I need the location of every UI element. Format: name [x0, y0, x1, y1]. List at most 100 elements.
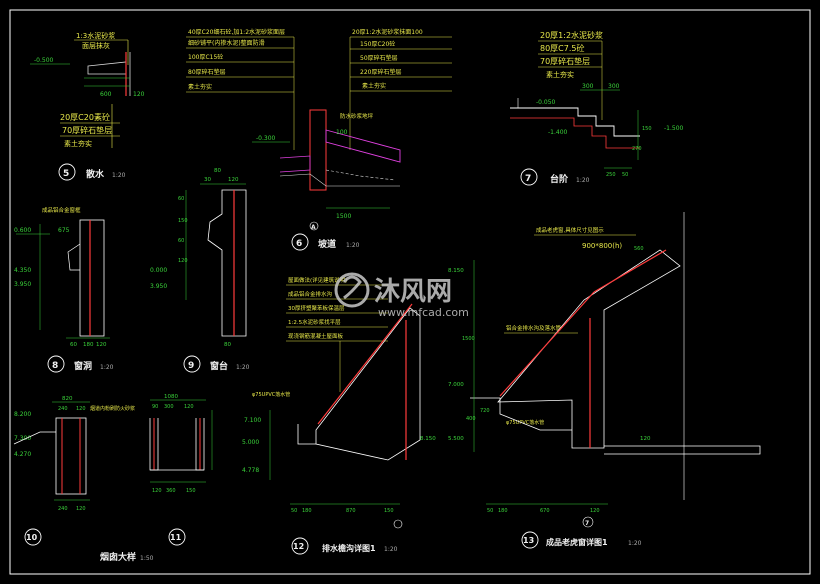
d7-layer-4: 素土夯实 [546, 70, 574, 79]
d8-dim-60: 60 [70, 342, 77, 348]
d6-left-layer-2: 细砂铺平(内掺水泥)整面防滑 [188, 39, 265, 47]
d12-dim-elev-4: 8.150 [420, 436, 436, 442]
d9-dim-80: 80 [214, 168, 221, 174]
watermark: 沐风网 www.mfcad.com [334, 272, 469, 319]
d6-right-layer-1: 20厚1:2水泥砂浆抹面100 [352, 28, 423, 36]
d7-layer-3: 70厚碎石垫层 [540, 56, 590, 66]
d6-left-layer-4: 80厚碎石垫层 [188, 68, 226, 76]
d6-axis: A [311, 224, 316, 231]
d7-number: 7 [525, 174, 531, 184]
d13-note-1: 成品老虎窗,具体尺寸见图示 [536, 226, 604, 234]
d11-dim-1080: 1080 [164, 394, 178, 400]
d6-left-layer-5: 素土夯实 [188, 83, 212, 91]
d11-detail-marker [168, 528, 186, 546]
d5-layer-3: 素土夯实 [64, 139, 92, 148]
watermark-logo-icon [334, 272, 370, 308]
d12-number: 12 [293, 542, 304, 551]
d7-dim-elev-2: -1.400 [548, 129, 568, 136]
d11-dim-150: 150 [186, 488, 196, 494]
d12-note-3: 30厚挤塑聚苯板保温层 [288, 304, 345, 312]
d12-note-2: 成品铝合金排水沟 [288, 290, 333, 298]
d6-right-layer-2: 150厚C20砼 [360, 40, 395, 48]
d7-dim-270: 270 [632, 146, 642, 152]
d8-dim-elev-2: 4.350 [14, 267, 31, 274]
d11-dim-120b: 120 [152, 488, 162, 494]
d5-detail-marker [58, 163, 76, 181]
d10-title: 烟囱大样 [100, 551, 136, 563]
d13-dim-400: 400 [466, 416, 476, 422]
d9-title: 窗台 [210, 360, 228, 372]
d9-dim-30: 30 [204, 177, 211, 183]
d12-dim-50: 50 [291, 508, 297, 514]
d8-title: 窗洞 [74, 360, 92, 372]
d6-dim-100: 100 [336, 129, 348, 136]
d10-dim-elev-3: 4.270 [14, 451, 31, 458]
detail-11: 1080 90 300 120 120 360 150 11 [149, 394, 213, 546]
d11-number: 11 [170, 533, 182, 542]
d9-dim-80b: 80 [224, 342, 231, 348]
d5-dim-600: 600 [100, 91, 112, 98]
d13-dim-180: 180 [498, 508, 508, 514]
d10-dim-820: 820 [62, 396, 73, 402]
d13-note-2: 900*800(h) [582, 242, 622, 250]
d7-dim-300b: 300 [608, 83, 620, 90]
d12-dim-elev-2: 5.000 [242, 439, 259, 446]
d13-dim-50: 50 [487, 508, 493, 514]
d5-layer-2: 70厚碎石垫层 [62, 125, 112, 135]
d12-note-5: 现浇钢筋混凝土屋面板 [288, 332, 344, 340]
d6-detail-marker [291, 233, 309, 251]
d13-dim-1500: 1500 [462, 336, 475, 342]
d13-dim-120: 120 [590, 508, 600, 514]
detail-7: 20厚1:2水泥砂浆 80厚C7.5砼 70厚碎石垫层 素土夯实 300 300… [510, 30, 684, 186]
d7-dim-elev-3: -1.500 [664, 125, 684, 132]
d9-dim-elev-2: 3.950 [150, 283, 167, 290]
d11-dim-120: 120 [184, 404, 194, 410]
d13-number: 13 [523, 536, 534, 545]
d12-flag-note: φ75UPVC落水管 [252, 391, 290, 398]
d9-scale: 1:20 [236, 364, 250, 371]
d13-note-3: 铝合金排水沟及落水管 [506, 324, 562, 332]
d7-dim-300a: 300 [582, 83, 594, 90]
d5-title: 散水 [86, 168, 105, 180]
d7-layer-2: 80厚C7.5砼 [540, 43, 585, 53]
d8-dim-elev-3: 3.950 [14, 281, 31, 288]
d6-note: 防水砂浆地坪 [340, 112, 374, 120]
d9-dim-120: 120 [228, 177, 239, 183]
d13-axis: 7 [585, 520, 589, 527]
d7-dim-elev-1: -0.050 [536, 99, 556, 106]
d12-scale: 1:20 [384, 546, 398, 553]
d11-dim-360: 360 [166, 488, 176, 494]
d13-detail-marker [521, 531, 539, 549]
d9-dim-150: 150 [178, 218, 188, 224]
d10-note: 烟道内粉刷防火砂浆 [90, 405, 135, 412]
d5-top-text-2: 面层抹灰 [82, 41, 110, 50]
d13-dim-elev-3: 5.500 [448, 436, 464, 442]
d7-layer-1: 20厚1:2水泥砂浆 [540, 30, 603, 40]
d5-layer-1: 20厚C20素砼 [60, 112, 110, 122]
d9-number: 9 [188, 361, 194, 371]
d12-title: 排水檐沟详图1 [322, 543, 376, 553]
d10-chimney [55, 417, 87, 495]
d10-dim-240b: 240 [58, 506, 68, 512]
d10-scale: 1:50 [140, 555, 154, 562]
d10-dim-240: 240 [58, 406, 68, 412]
detail-8: 成品铝合金窗框 0.600 4.350 3.950 675 60 180 120… [14, 206, 114, 373]
d5-number: 5 [63, 169, 69, 179]
watermark-url: www.mfcad.com [378, 306, 469, 319]
detail-12: 屋面做法(详见建筑说明) 成品铝合金排水沟 30厚挤塑聚苯板保温层 1:2.5水… [242, 276, 436, 555]
d6-ramp-slab [325, 129, 401, 163]
d12-dim-elev-3: 4.778 [242, 467, 259, 474]
d6-number: 6 [296, 239, 302, 249]
detail-9: 80 30 120 60 150 60 120 0.000 3.950 80 9… [150, 168, 250, 373]
d10-dim-elev-1: 8.200 [14, 411, 31, 418]
d10-dim-elev-2: 7.300 [14, 435, 31, 442]
d6-right-layer-4: 220厚碎石垫层 [360, 68, 401, 76]
d9-detail-marker [183, 355, 201, 373]
d13-dim-720: 720 [480, 408, 490, 414]
d12-dim-180: 180 [302, 508, 312, 514]
d7-dim-150: 150 [642, 126, 652, 132]
d5-slab [87, 61, 127, 75]
d13-flag-note: φ75UPVC落水管 [506, 419, 544, 426]
d8-detail-marker [47, 355, 65, 373]
d5-dim-elev: -0.500 [34, 57, 54, 64]
